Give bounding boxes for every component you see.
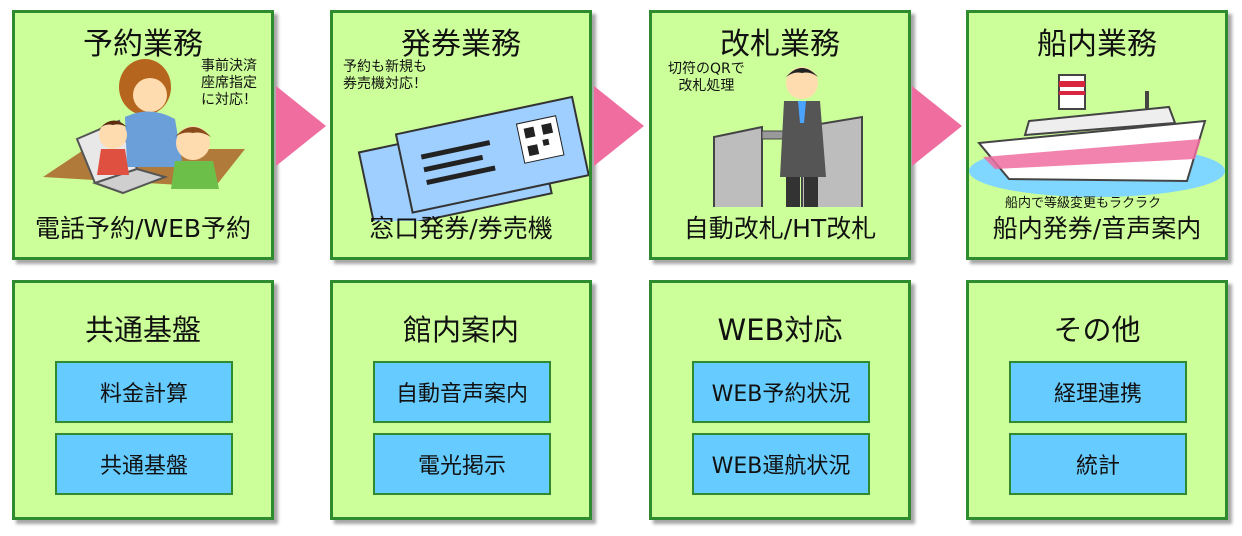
card-footer: 船内発券/音声案内 [992,214,1202,243]
workflow-card-onboard: 船内業務 船内で等級変更もラクラク 船内発券/音声案内 [966,10,1228,260]
workflow-card-gate: 改札業務 切符のQRで 改札処理 自動改札/HT改札 [649,10,911,260]
note-line: 座席指定 [201,75,257,91]
module-item-fare-calc[interactable]: 料金計算 [55,361,233,423]
card-footer: 電話予約/WEB予約 [34,214,252,243]
module-item-web-operation[interactable]: WEB運航状況 [692,433,870,495]
ticket-gate-icon [713,67,863,207]
module-item-web-reservation[interactable]: WEB予約状況 [692,361,870,423]
note-line: 改札処理 [678,78,735,94]
ferry-icon [969,74,1225,197]
module-card-other: その他 経理連携 統計 [966,280,1228,520]
note-line: に対応！ [201,92,257,108]
module-item-accounting[interactable]: 経理連携 [1009,361,1187,423]
module-item-auto-voice[interactable]: 自動音声案内 [373,361,551,423]
note-line: 事前決済 [201,58,257,74]
module-title: その他 [1053,313,1141,347]
module-card-web: WEB対応 WEB予約状況 WEB運航状況 [649,280,911,520]
card-title: 船内業務 [1037,27,1157,62]
arrow-right-icon [594,86,644,166]
card-title: 発券業務 [401,27,521,62]
note-line: 切符のQRで [668,61,745,77]
card-title: 予約業務 [83,27,203,62]
module-item-electric-sign[interactable]: 電光掲示 [373,433,551,495]
workflow-card-ticketing: 発券業務 予約も新規も 券売機対応！ 窓口発券/券売機 [330,10,592,260]
note-line: 券売機対応！ [343,76,427,92]
note-line: 予約も新規も [343,59,427,75]
module-title: 館内案内 [402,313,519,347]
card-footer: 自動改札/HT改札 [683,214,877,243]
module-card-common: 共通基盤 料金計算 共通基盤 [12,280,274,520]
card-footer: 窓口発券/券売機 [369,214,553,243]
arrow-right-icon [276,86,326,166]
note-line: 船内で等級変更もラクラク [1005,196,1162,211]
module-item-common-base[interactable]: 共通基盤 [55,433,233,495]
tickets-icon [357,95,589,221]
module-title: WEB対応 [717,313,843,347]
workflow-card-reservation: 予約業務 事前決済 座席指定 に対応！ 電話予約/WEB予約 [12,10,274,260]
arrow-right-icon [912,86,962,166]
module-card-guidance: 館内案内 自動音声案内 電光掲示 [330,280,592,520]
card-title: 改札業務 [720,27,840,62]
module-item-statistics[interactable]: 統計 [1009,433,1187,495]
module-title: 共通基盤 [84,313,201,347]
family-computer-icon [43,59,245,195]
